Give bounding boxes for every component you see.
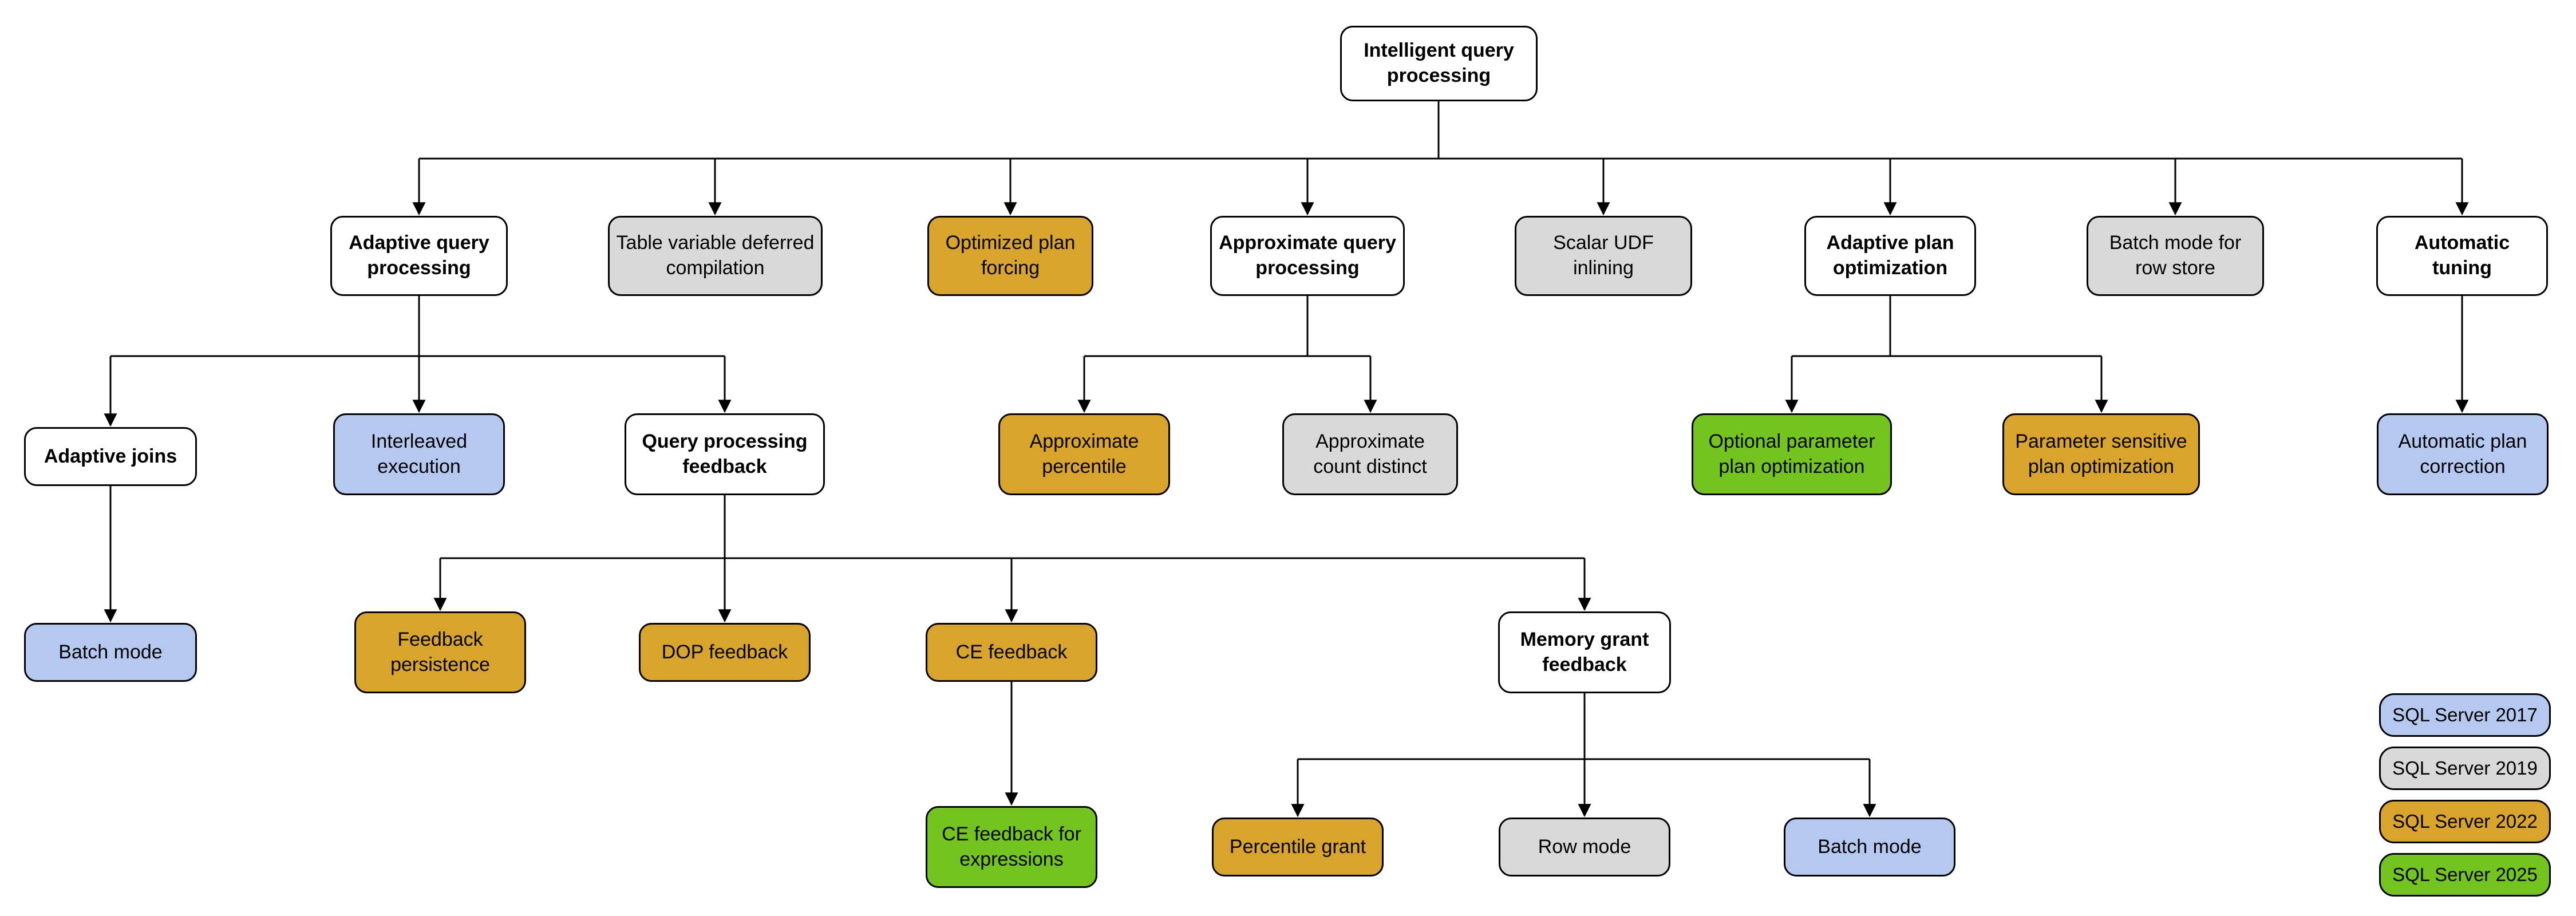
node-query-processing-feedback: Query processing feedback [625,413,825,495]
node-adaptive-plan-optimization: Adaptive plan optimization [1804,216,1976,296]
node-table-variable-deferred-compilation: Table variable deferred compilation [608,216,823,296]
node-parameter-sensitive-plan-optimization: Parameter sensitive plan optimization [2002,413,2200,495]
node-approximate-query-processing: Approximate query processing [1210,216,1405,296]
node-scalar-udf-inlining: Scalar UDF inlining [1515,216,1692,296]
node-batch-mode-for-row-store: Batch mode for row store [2087,216,2264,296]
node-memory-grant-feedback: Memory grant feedback [1498,611,1671,693]
node-optimized-plan-forcing: Optimized plan forcing [927,216,1093,296]
node-dop-feedback: DOP feedback [639,623,811,682]
node-adaptive-joins: Adaptive joins [24,427,197,486]
node-batch-mode-memory-grant: Batch mode [1784,818,1955,876]
node-ce-feedback-for-expressions: CE feedback for expressions [926,806,1097,888]
legend-sql-server-2025: SQL Server 2025 [2379,853,2551,897]
node-approximate-count-distinct: Approximate count distinct [1282,413,1458,495]
legend-sql-server-2019: SQL Server 2019 [2379,747,2551,790]
node-batch-mode-adaptive-joins: Batch mode [24,623,197,682]
node-approximate-percentile: Approximate percentile [998,413,1170,495]
node-percentile-grant: Percentile grant [1212,818,1384,876]
node-row-mode: Row mode [1499,818,1670,876]
node-feedback-persistence: Feedback persistence [354,611,526,693]
node-interleaved-execution: Interleaved execution [333,413,505,495]
node-optional-parameter-plan-optimization: Optional parameter plan optimization [1692,413,1892,495]
node-automatic-tuning: Automatic tuning [2376,216,2548,296]
node-intelligent-query-processing: Intelligent query processing [1340,26,1538,101]
node-adaptive-query-processing: Adaptive query processing [330,216,508,296]
node-ce-feedback: CE feedback [926,623,1097,682]
node-automatic-plan-correction: Automatic plan correction [2377,413,2549,495]
legend-sql-server-2017: SQL Server 2017 [2379,693,2551,737]
legend-sql-server-2022: SQL Server 2022 [2379,800,2551,843]
